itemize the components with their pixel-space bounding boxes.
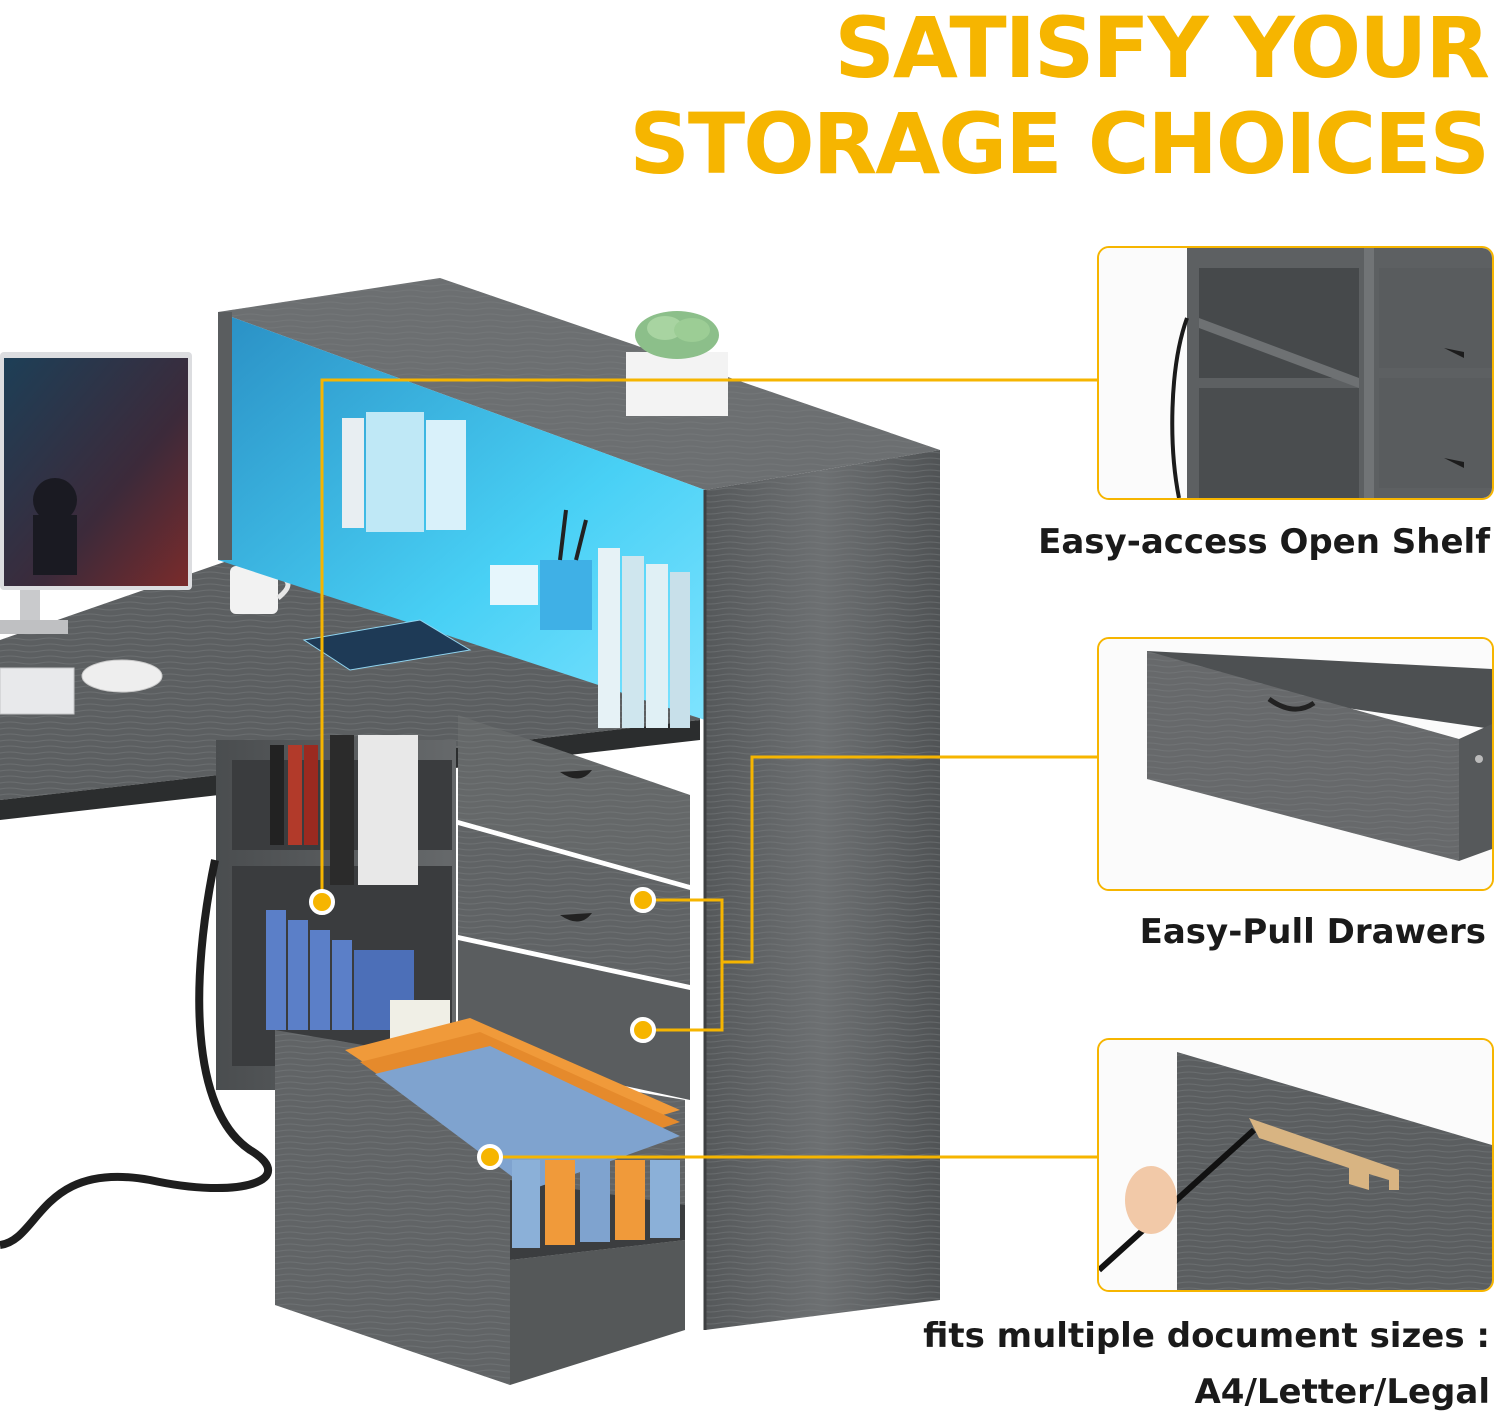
open-shelf-detail	[1099, 248, 1492, 498]
file-drawer	[275, 1018, 685, 1385]
callout-dot-drawer-1	[630, 887, 656, 913]
callout-drawers	[1097, 637, 1494, 891]
caption-open-shelf: Easy-access Open Shelf	[1038, 522, 1490, 562]
callout-dot-file-drawer	[477, 1144, 503, 1170]
hutch	[218, 278, 940, 728]
headline: SATISFY YOUR STORAGE CHOICES	[629, 0, 1490, 193]
mouse	[81, 659, 163, 693]
callout-dot-drawer-2	[630, 1017, 656, 1043]
drawer-handle-detail	[1099, 1040, 1492, 1290]
callout-file-drawer	[1097, 1038, 1494, 1292]
callout-lines	[320, 378, 1098, 1159]
cabinet-side	[703, 450, 940, 1330]
hand	[1125, 1166, 1177, 1234]
hanging-folders	[345, 1018, 680, 1248]
caption-document-sizes: fits multiple document sizes :	[923, 1316, 1490, 1356]
callout-dot-shelf	[309, 889, 335, 915]
caption-document-formats: A4/Letter/Legal	[1194, 1372, 1490, 1412]
plant	[626, 311, 728, 416]
caption-drawers: Easy-Pull Drawers	[1139, 912, 1486, 952]
callout-open-shelf	[1097, 246, 1494, 500]
monitor	[0, 352, 192, 634]
keyboard	[0, 667, 75, 715]
headline-line-2: STORAGE CHOICES	[629, 95, 1490, 193]
lower-shelf-unit	[216, 735, 456, 1090]
power-cable	[0, 859, 273, 1249]
headline-line-1: SATISFY YOUR	[834, 0, 1490, 97]
drawer-detail	[1099, 639, 1492, 889]
callout-dots	[309, 887, 656, 1170]
